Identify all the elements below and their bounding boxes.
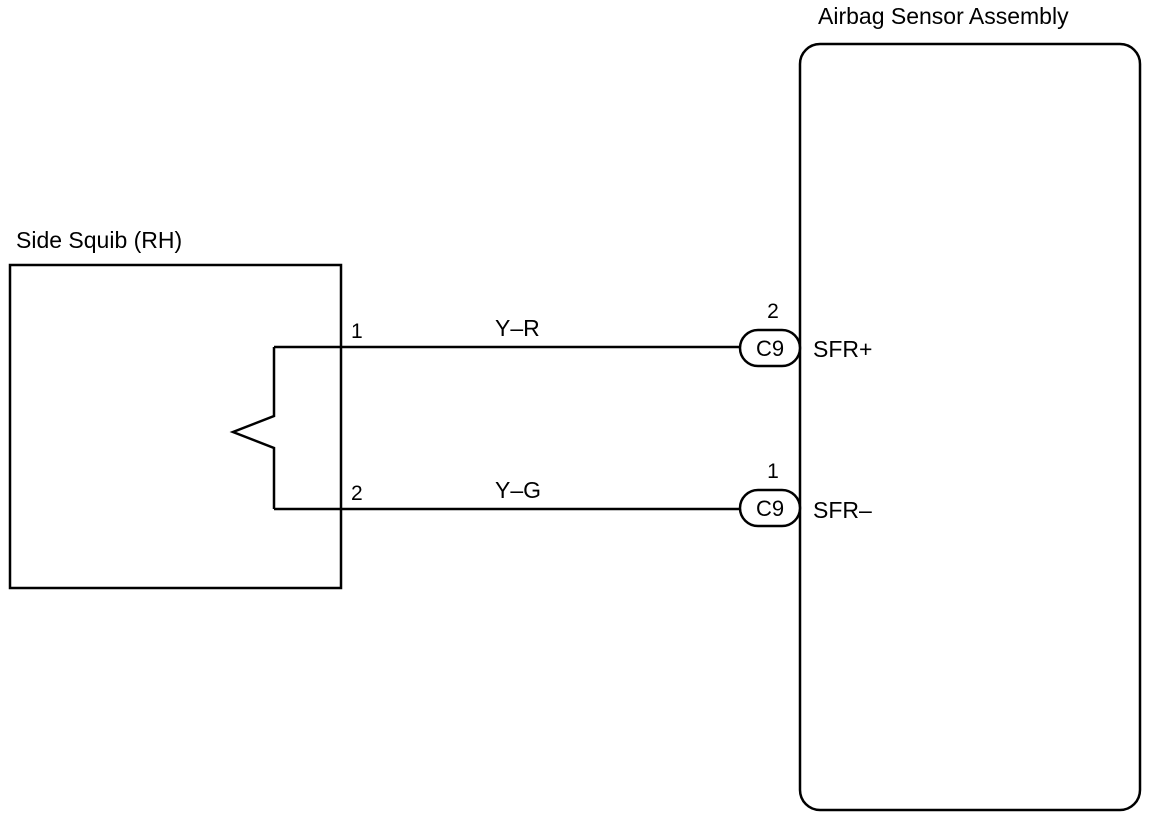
wire-color-y-g-label: Y–G — [495, 477, 541, 503]
connector-c9-label-bottom: C9 — [756, 496, 784, 521]
connector-pin-1-label: 1 — [767, 460, 779, 483]
airbag-sensor-label: Airbag Sensor Assembly — [818, 3, 1069, 29]
circuit-sfr-plus: 1 Y–R C9 2 SFR+ — [274, 300, 872, 368]
circuit-sfr-minus: 2 Y–G C9 1 SFR– — [274, 460, 872, 528]
connector-pin-2-label: 2 — [767, 300, 779, 323]
squib-element-symbol — [229, 347, 276, 509]
connector-c9-pin1 — [738, 488, 802, 528]
side-squib: Side Squib (RH) — [8, 227, 343, 590]
connector-c9-pin2 — [738, 328, 802, 368]
side-squib-label: Side Squib (RH) — [16, 227, 182, 253]
terminal-sfr-plus-label: SFR+ — [813, 336, 872, 362]
airbag-sensor-box — [798, 42, 1142, 812]
terminal-sfr-minus-label: SFR– — [813, 497, 872, 523]
squib-pin-2-label: 2 — [351, 482, 363, 505]
wire-color-y-r-label: Y–R — [495, 315, 540, 341]
side-squib-box — [8, 263, 343, 590]
airbag-sensor-assembly: Airbag Sensor Assembly — [798, 3, 1142, 812]
squib-pin-1-label: 1 — [351, 320, 363, 343]
connector-c9-label-top: C9 — [756, 336, 784, 361]
